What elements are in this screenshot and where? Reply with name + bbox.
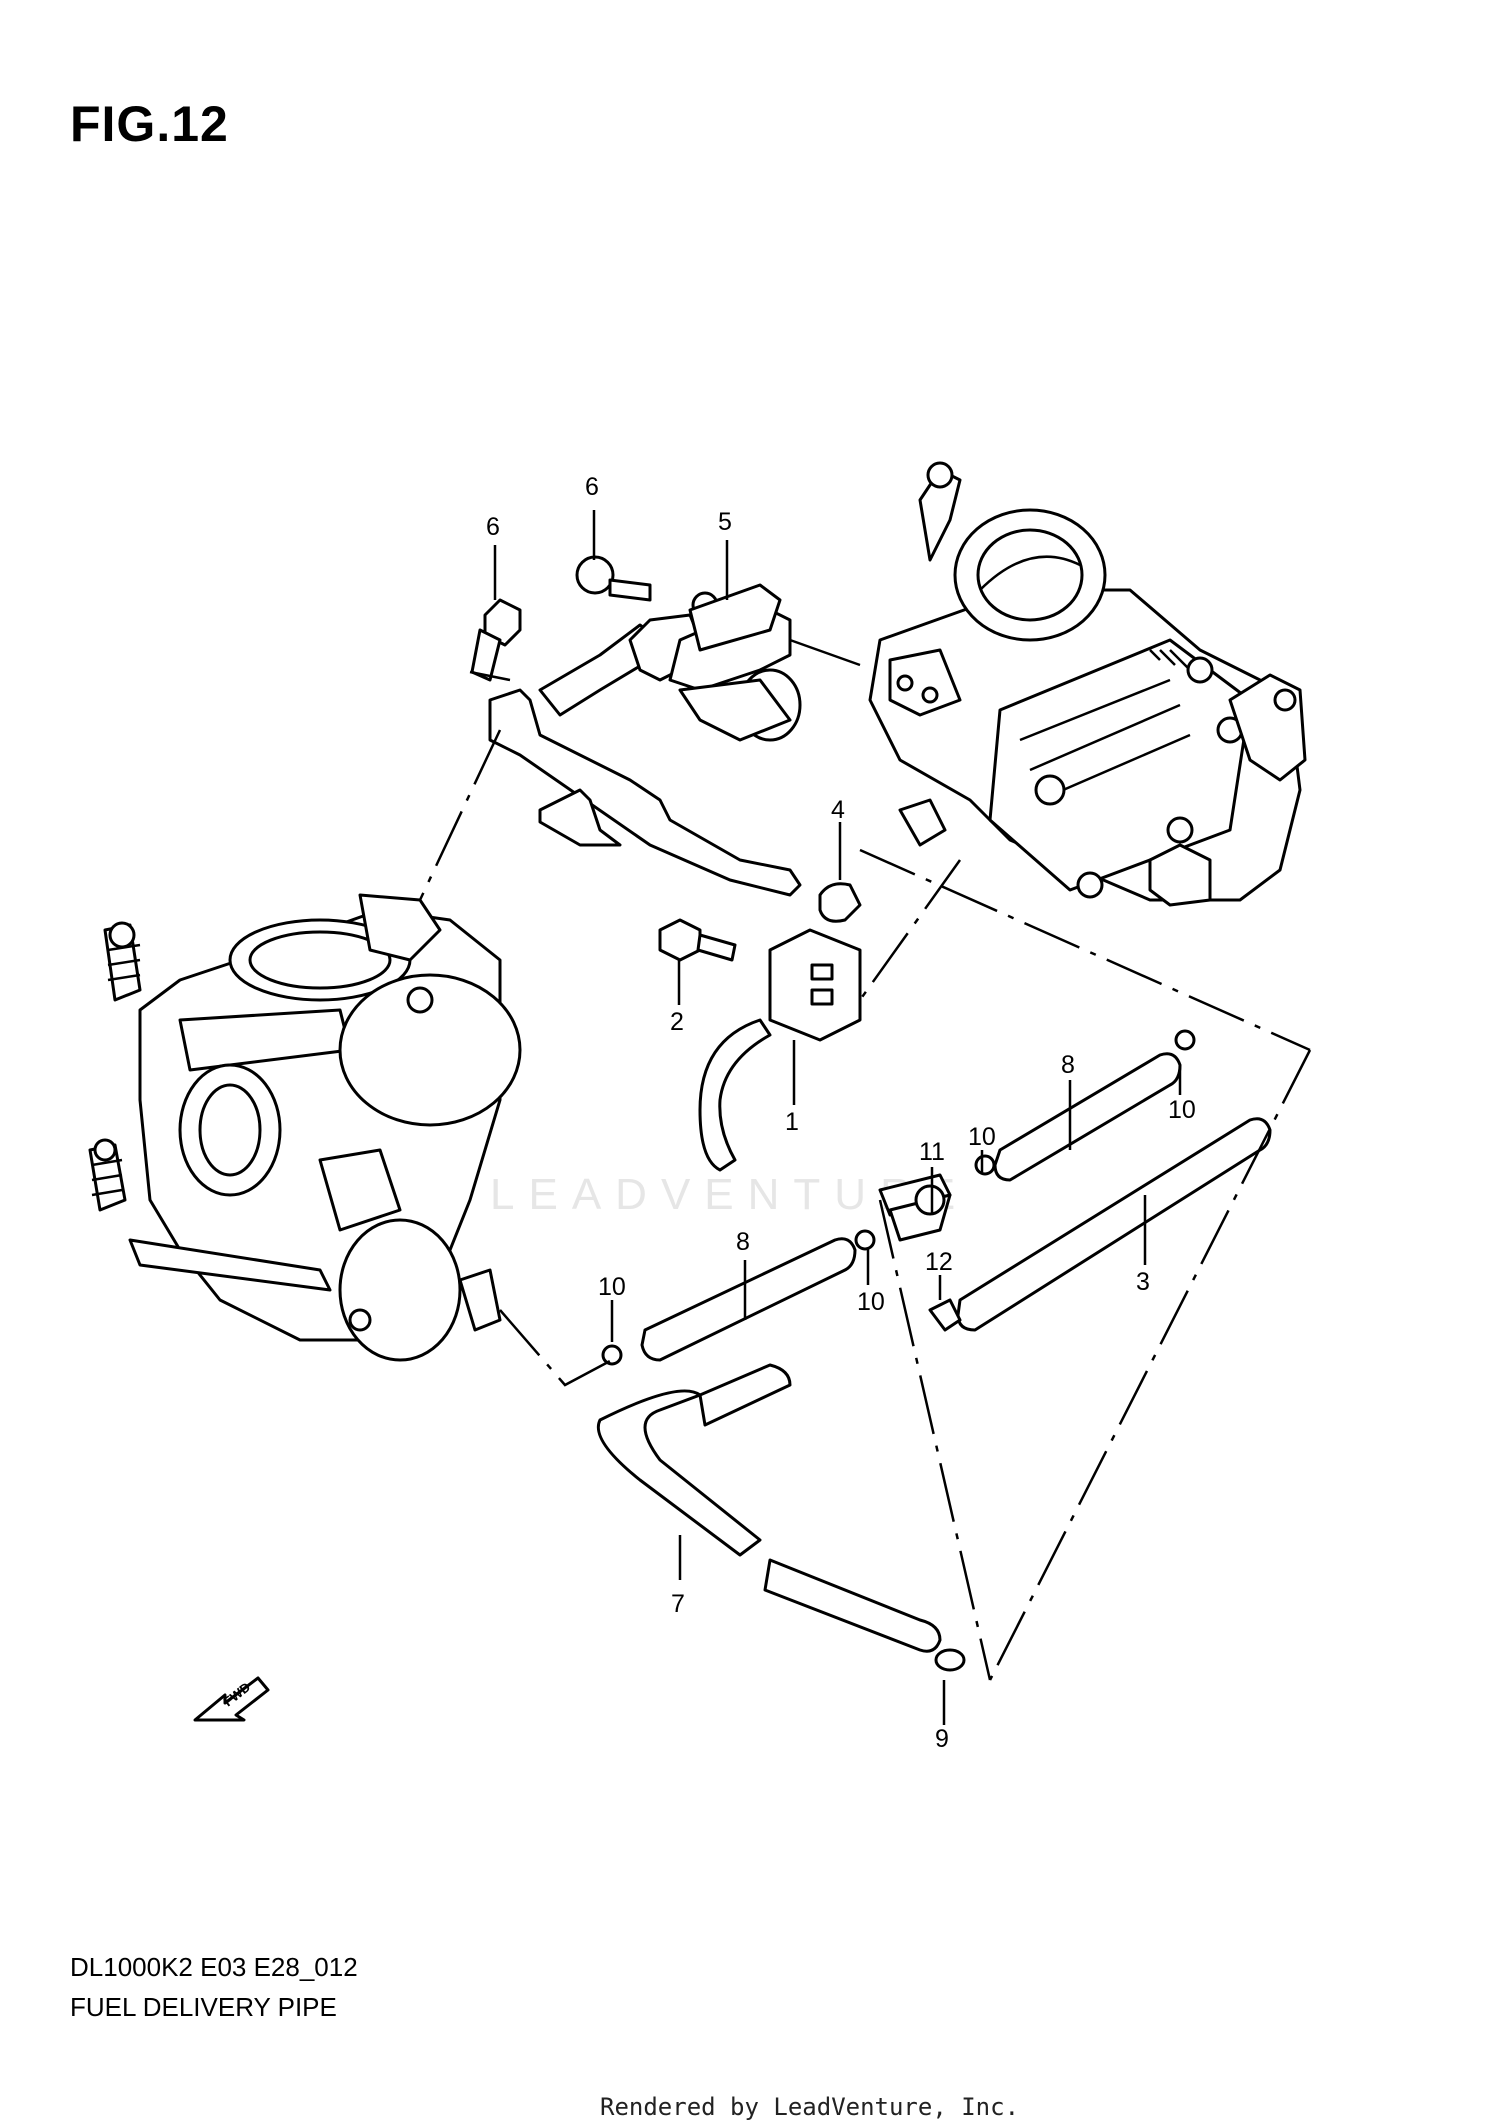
clamp-10-a: [1174, 1029, 1196, 1051]
callout-12: 12: [925, 1248, 953, 1276]
diagram-code: DL1000K2 E03 E28_012: [70, 1952, 358, 1982]
throttle-body-front: [88, 893, 522, 1362]
screw-2: [658, 918, 737, 962]
fuel-delivery-pipe: [488, 583, 802, 897]
cap-4: [818, 882, 862, 923]
clamp-9: [934, 1648, 966, 1672]
callout-4: 4: [831, 796, 845, 824]
forward-arrow-icon: FWD: [193, 1676, 270, 1722]
hose-8-upper: [993, 1052, 1182, 1182]
footer-credit: Rendered by LeadVenture, Inc.: [600, 2093, 1020, 2121]
callout-8-upper: 8: [1061, 1051, 1075, 1079]
hose-8-lower: [640, 1237, 857, 1362]
clamp-12: [928, 1298, 962, 1332]
reference-line-5: [499, 1309, 613, 1387]
connector-line: [789, 638, 861, 667]
hose-7: [596, 1363, 942, 1653]
hose-3: [956, 1117, 1272, 1332]
callout-10-upper-mid: 10: [968, 1123, 996, 1151]
callout-6-left: 6: [486, 513, 500, 541]
diagram-name: FUEL DELIVERY PIPE: [70, 1992, 337, 2022]
callout-11: 11: [919, 1138, 945, 1166]
reference-line-6: [858, 859, 962, 1001]
callout-10-lower-mid: 10: [857, 1288, 885, 1316]
callout-1: 1: [785, 1108, 799, 1136]
callout-6-right: 6: [585, 473, 599, 501]
callout-10-upper-right: 10: [1168, 1096, 1196, 1124]
reference-line-2: [859, 848, 1311, 1052]
callout-7: 7: [671, 1590, 685, 1618]
callout-3: 3: [1136, 1268, 1150, 1296]
throttle-body-rear: [868, 461, 1307, 907]
bolt-6-left: [470, 598, 522, 682]
callout-5: 5: [718, 508, 732, 536]
bolt-6-right: [575, 555, 652, 602]
clamp-10-c: [854, 1229, 876, 1251]
clamp-10-b: [974, 1154, 996, 1176]
watermark: LEADVENTURE: [490, 1170, 970, 1219]
sensor-1: [698, 928, 862, 1172]
reference-line-4: [878, 1199, 992, 1681]
callout-10-lower-left: 10: [598, 1273, 626, 1301]
three-way-joint-11: [878, 1173, 952, 1242]
callout-2: 2: [670, 1008, 684, 1036]
figure-title: FIG.12: [70, 96, 229, 152]
connector-line-2: [469, 670, 511, 682]
reference-line-1: [418, 729, 502, 901]
reference-line-3: [988, 1049, 1312, 1681]
callout-8-lower: 8: [736, 1228, 750, 1256]
callout-9: 9: [935, 1725, 949, 1753]
clamp-10-d: [601, 1344, 623, 1366]
